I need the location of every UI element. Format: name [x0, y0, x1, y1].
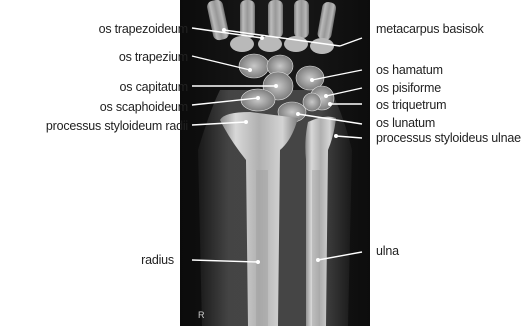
label-radius: radius — [141, 253, 174, 267]
label-os-trapezoideum: os trapezoideum — [99, 22, 188, 36]
label-ulna: ulna — [376, 244, 399, 258]
label-os-triquetrum: os triquetrum — [376, 98, 446, 112]
wrist-xray-image: R — [180, 0, 370, 326]
xray-side-marker: R — [198, 310, 205, 320]
label-processus-styloideus-ulnae: processus styloideus ulnae — [376, 131, 521, 145]
label-os-pisiforme: os pisiforme — [376, 81, 441, 95]
label-processus-styloideum-radii: processus styloideum radii — [46, 119, 188, 133]
label-os-hamatum: os hamatum — [376, 63, 443, 77]
label-os-capitatum: os capitatum — [120, 80, 188, 94]
label-os-trapezium: os trapezium — [119, 50, 188, 64]
label-metacarpus-basisok: metacarpus basisok — [376, 22, 484, 36]
label-os-lunatum: os lunatum — [376, 116, 435, 130]
label-os-scaphoideum: os scaphoideum — [100, 100, 188, 114]
